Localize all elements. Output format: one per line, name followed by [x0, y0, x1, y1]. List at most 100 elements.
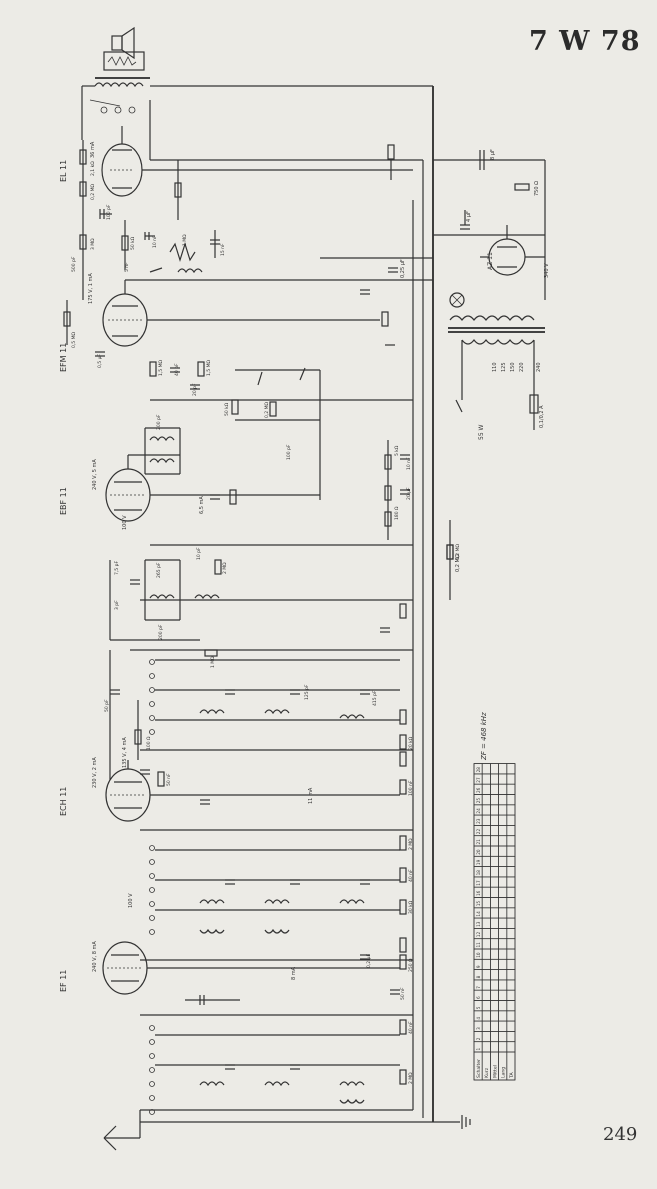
- switch-table-cell: [490, 948, 499, 960]
- switch-table-cell: [490, 886, 499, 898]
- component-label: 40 nF: [408, 1021, 414, 1034]
- component-label: 50 pF: [104, 699, 110, 712]
- component-label: 0,2 MΩ: [455, 544, 461, 560]
- switch-table-cell: [481, 804, 491, 816]
- component-label: 3 pF: [114, 600, 120, 610]
- power-transformer: [448, 292, 545, 430]
- component-label: 0,5 µF: [97, 354, 103, 368]
- tube-el11: [101, 126, 413, 197]
- switch-table-cell: [506, 938, 516, 950]
- switch-table-cell: [490, 763, 499, 775]
- component-label: 500 pF: [71, 256, 77, 272]
- switch-table-cell: [481, 835, 491, 847]
- fuse-label: 0,1/0,2 A: [539, 405, 545, 428]
- switch-table-column-number: 12: [476, 932, 481, 938]
- switch-table-cell: [506, 866, 516, 878]
- switch-table-cell: [490, 845, 499, 857]
- tube-label-az11: AZ 11: [487, 252, 494, 270]
- switch-table-cell: [490, 814, 499, 826]
- switch-table-cell: [481, 928, 491, 940]
- switch-table-cell: [506, 886, 516, 898]
- efm11-network: [63, 267, 398, 500]
- switch-contacts-lower: [149, 1025, 155, 1115]
- switch-table-column-number: 11: [476, 942, 481, 948]
- tap-label-1: 125: [501, 362, 507, 372]
- switch-table-cell: [481, 1020, 491, 1032]
- switch-table-cell: [490, 804, 499, 816]
- tube-label-ebf11: EBF 11: [59, 487, 68, 515]
- component-label: 40 nF: [408, 869, 414, 882]
- component-label: 415 pF: [372, 690, 378, 706]
- tube-ebf11: [105, 454, 320, 522]
- switch-table-cell: [481, 763, 491, 775]
- tube-label-ech11: ECH 11: [59, 787, 68, 816]
- switch-table-column-number: 8: [476, 975, 481, 978]
- switch-contacts-upper: [149, 659, 155, 735]
- switch-table-row-label: Kurz: [484, 1067, 490, 1078]
- tube-label-el11: EL 11: [59, 160, 68, 182]
- switch-table-cell: [481, 1010, 491, 1022]
- switch-table-cell: [506, 855, 516, 867]
- switch-table-cell: [506, 835, 516, 847]
- tone-network: [121, 160, 220, 274]
- switch-table-column-number: 3: [476, 1027, 481, 1030]
- component-label: 1 MΩ: [210, 656, 216, 668]
- switch-table: Schalter12345678910111213141516171819202…: [473, 763, 516, 1081]
- switch-table-cell: [506, 845, 516, 857]
- labels: EL 11 EFM 11 EBF 11 ECH 11 EF 11 AZ 11 Z…: [59, 141, 550, 1084]
- switch-table-column-number: 26: [476, 787, 481, 793]
- switch-table-cell: [481, 1031, 491, 1043]
- switch-table-cell: [506, 1041, 516, 1053]
- tube-efm11: [102, 279, 433, 347]
- switch-table-column-number: 14: [476, 911, 481, 917]
- switch-table-cell: [490, 938, 499, 950]
- switch-table-cell: [498, 804, 508, 816]
- switch-table-cell: [498, 814, 508, 826]
- model-title: 7 W 78: [529, 26, 641, 57]
- switch-table-column-number: 21: [476, 839, 481, 845]
- res-bleed-label: 0,2 MΩ: [455, 554, 461, 572]
- ebf11-current-label: 6,5 mA: [199, 496, 205, 514]
- switch-table-column-number: 4: [476, 1017, 481, 1020]
- switch-table-cell: [490, 979, 499, 991]
- switch-table-cell: [506, 979, 516, 991]
- component-label: 50 nF: [400, 987, 406, 1000]
- switch-table-cell: [498, 958, 508, 970]
- output-transformer: [81, 77, 160, 140]
- switch-table-cell: [490, 1031, 499, 1043]
- switch-table-cell: [498, 1000, 508, 1012]
- switch-table-cell: [490, 1020, 499, 1032]
- switch-table-column-number: 20: [476, 849, 481, 855]
- tap-label-4: 240: [536, 362, 542, 372]
- switch-table-cell: [506, 928, 516, 940]
- component-label: 2,1 kΩ: [90, 161, 96, 176]
- switch-table-cell: [506, 763, 516, 775]
- component-label: 100 Ω: [146, 736, 152, 750]
- switch-table-cell: [481, 907, 491, 919]
- switch-table-row-label: TA: [509, 1072, 515, 1079]
- component-label: 0,2 MΩ: [90, 184, 96, 200]
- switch-table-cell: [506, 1010, 516, 1022]
- ebf11-anode-label: 240 V, 5 mA: [92, 459, 98, 490]
- switch-table-cell: [498, 897, 508, 909]
- filter-network: [387, 144, 546, 300]
- switch-table-cell: [481, 855, 491, 867]
- switch-table-cell: [498, 938, 508, 950]
- switch-table-column-number: 28: [476, 767, 481, 773]
- oscillator-coils: [109, 649, 407, 780]
- page-number: 249: [603, 1124, 638, 1145]
- switch-table-row-label: Lang: [501, 1067, 507, 1078]
- switch-table-cell: [506, 783, 516, 795]
- switch-table-cell: [498, 1041, 508, 1053]
- switch-table-cell: [481, 814, 491, 826]
- switch-table-cell: [506, 948, 516, 960]
- tube-label-ef11: EF 11: [59, 970, 68, 992]
- ebf11-network: [210, 440, 454, 600]
- component-label: 3 MΩ: [90, 238, 96, 250]
- switch-table-cell: [490, 1010, 499, 1022]
- ech11-network: [140, 769, 407, 851]
- component-label: 50 kΩ: [130, 236, 136, 250]
- switch-table-cell: [506, 814, 516, 826]
- switch-table-cell: [498, 866, 508, 878]
- antenna-coils: [155, 995, 407, 1104]
